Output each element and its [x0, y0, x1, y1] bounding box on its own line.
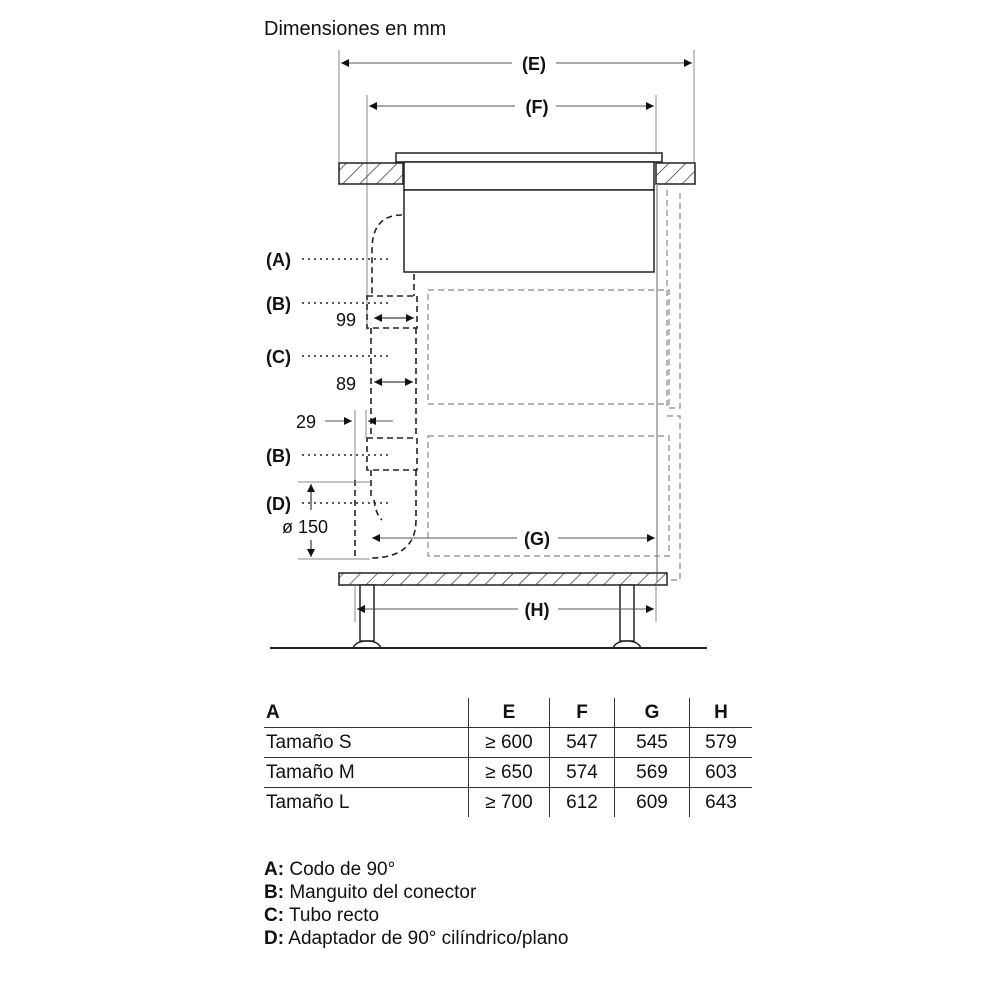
installation-diagram: (E) (F): [266, 50, 707, 649]
cabinet-legs: [351, 584, 643, 649]
table-row: Tamaño S ≥ 600 547 545 579: [264, 727, 752, 758]
hob-unit: [395, 152, 663, 273]
legend-item-d: D: Adaptador de 90° cilíndrico/plano: [264, 928, 569, 949]
col-header-g: G: [614, 698, 690, 728]
diameter-150: ø 150: [282, 517, 328, 537]
callout-a: (A): [266, 250, 291, 270]
svg-text:(F): (F): [526, 97, 549, 117]
svg-text:(H): (H): [525, 600, 550, 620]
legend: A: Codo de 90° B: Manguito del conector …: [264, 858, 568, 950]
col-header-f: F: [549, 698, 615, 728]
table-header-row: A E F G H: [264, 698, 752, 728]
width-29: 29: [296, 412, 316, 432]
dimension-f: (F): [366, 95, 657, 330]
callout-c: (C): [266, 347, 291, 367]
svg-text:(G): (G): [524, 529, 550, 549]
callout-d: (D): [266, 494, 291, 514]
width-89: 89: [336, 374, 356, 394]
worktop: [338, 162, 696, 185]
table-row: Tamaño M ≥ 650 574 569 603: [264, 757, 752, 788]
cabinet-base-shelf: [338, 572, 668, 586]
legend-item-c: C: Tubo recto: [264, 905, 380, 926]
drawer-outlines: [427, 190, 681, 581]
svg-text:(E): (E): [522, 54, 546, 74]
col-header-a: A: [264, 698, 469, 728]
legend-item-b: B: Manguito del conector: [264, 882, 477, 903]
dimension-g: (G): [372, 529, 655, 549]
col-header-h: H: [689, 698, 752, 728]
dimension-h: (H): [354, 585, 657, 622]
diagram-title: Dimensiones en mm: [264, 18, 447, 40]
width-99: 99: [336, 310, 356, 330]
callout-b-lower: (B): [266, 446, 291, 466]
dimension-e: (E): [338, 50, 695, 162]
col-header-e: E: [468, 698, 550, 728]
legend-item-a: A: Codo de 90°: [264, 859, 396, 880]
callout-b-upper: (B): [266, 294, 291, 314]
table-row: Tamaño L ≥ 700 612 609 643: [264, 787, 752, 817]
size-table: A E F G H Tamaño S ≥ 600 547 545 579 Tam…: [264, 698, 752, 817]
